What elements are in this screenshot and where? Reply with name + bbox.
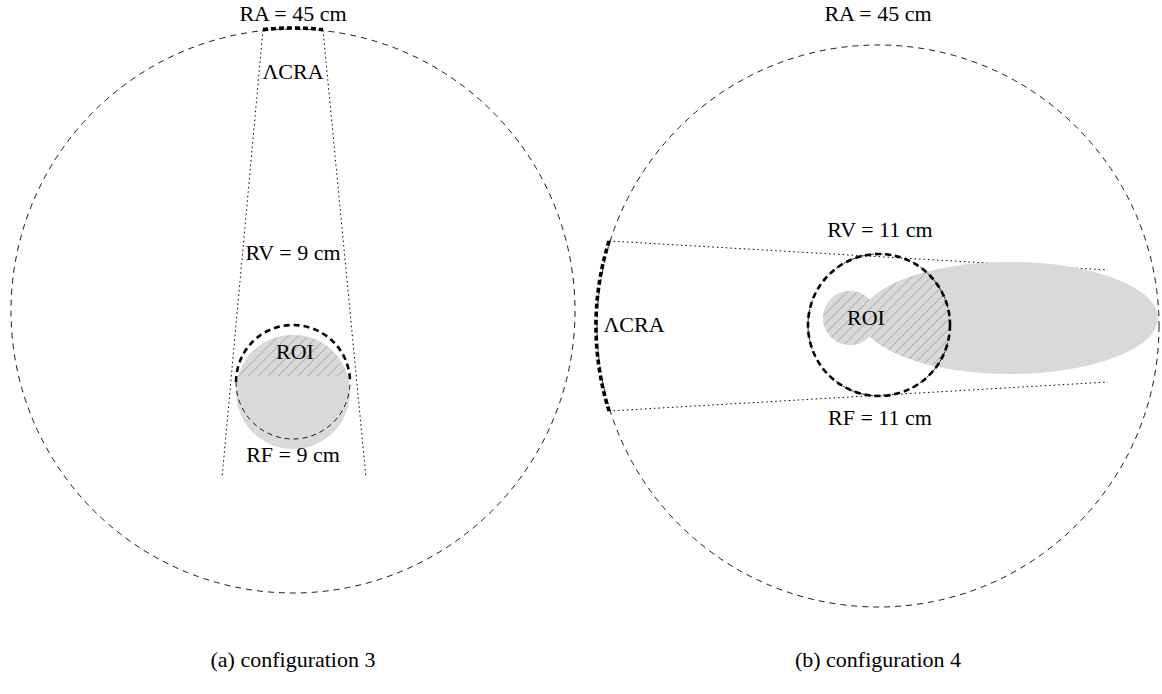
rv-circle	[236, 325, 350, 382]
roi-label: ROI	[276, 339, 314, 364]
rv-circle	[808, 254, 950, 396]
circle-outline	[10, 28, 576, 594]
radius-label: RA = 45 cm	[824, 1, 931, 26]
projection-arc-label: ΛCRA	[262, 59, 323, 84]
radius-label: RA = 45 cm	[239, 1, 346, 26]
roi-hatch	[823, 262, 1158, 374]
projection-arc-label: ΛCRA	[603, 312, 664, 337]
panel-caption: (a) configuration 3	[211, 647, 376, 672]
rf-radius-label: RF = 9 cm	[246, 442, 340, 467]
source-arc	[263, 28, 323, 30]
rf-circle	[236, 382, 350, 439]
config-3-figure	[222, 28, 366, 478]
roi-label: ROI	[847, 305, 885, 330]
field-circle: RA = 45 cmROI	[10, 28, 576, 594]
object-body	[823, 262, 1158, 374]
object-disk	[236, 335, 350, 449]
rf-radius-label: RF = 11 cm	[828, 405, 932, 430]
panel-caption: (b) configuration 4	[795, 647, 961, 672]
rv-radius-label: RV = 11 cm	[827, 217, 932, 242]
rv-radius-label: RV = 9 cm	[245, 240, 340, 265]
roi-region: ROI	[844, 302, 888, 334]
config-4-figure	[596, 241, 1158, 411]
field-circle: RA = 45 cmROI	[596, 44, 1160, 608]
rf-circle	[808, 254, 950, 396]
roi-region: ROI	[273, 336, 317, 368]
